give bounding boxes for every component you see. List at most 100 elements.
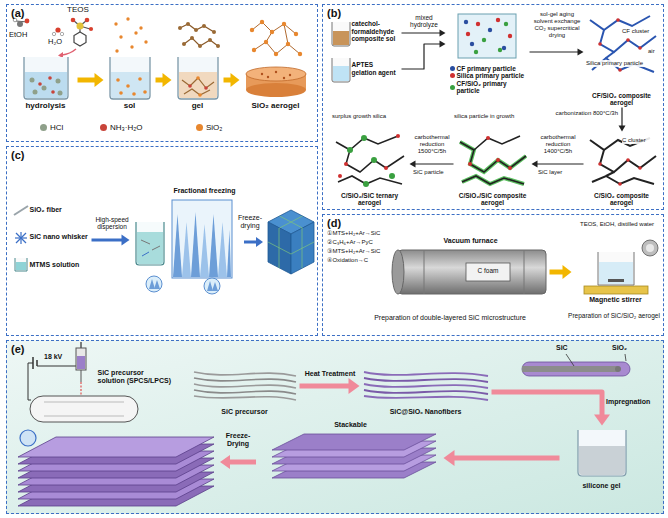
beaker <box>24 57 68 99</box>
aerogel-disc <box>289 74 291 76</box>
step-condition: mixed hydrolyze <box>404 14 444 29</box>
sol-particles <box>114 17 147 52</box>
legend-text: HCl <box>50 123 63 132</box>
core-shell-fiber <box>615 366 621 372</box>
furnace-tube <box>466 263 510 281</box>
freeze-drying-arrow <box>244 237 263 247</box>
carbon-network <box>598 162 602 166</box>
reagent-name: APTES gelation agent <box>352 61 400 76</box>
sol-particles <box>134 31 137 34</box>
freezing-mold <box>218 222 227 277</box>
aerogel-disc <box>246 67 306 81</box>
flow-arrow <box>300 378 360 394</box>
flow-arrow <box>156 73 172 87</box>
freeze-drying-arrow <box>229 460 256 465</box>
structure-caption: C/SiO₂/SiC composite aerogel <box>456 192 530 207</box>
ternary-network <box>384 166 388 170</box>
carbon-network <box>626 158 630 162</box>
structure-callout: CF cluster <box>622 28 660 35</box>
aerogel-disc <box>246 67 306 97</box>
freezing-stage: Fractional freezing <box>130 186 242 296</box>
water-molecule <box>52 32 55 35</box>
ternary-network <box>371 157 377 163</box>
stirrer <box>608 279 624 282</box>
precursor-fibers <box>194 396 296 400</box>
aerogel-disc <box>283 77 285 79</box>
arrow-head <box>122 235 130 246</box>
beaker <box>188 84 192 88</box>
cf-sol-beaker <box>333 31 349 45</box>
beaker <box>56 79 61 84</box>
gel-beaker <box>579 446 625 475</box>
beaker <box>119 91 123 95</box>
syringe <box>77 356 85 369</box>
arrow-shaft <box>402 44 441 69</box>
fiber-mat: SiC@SiOₓ Nanofibers <box>360 366 492 418</box>
pour-arrow <box>62 49 76 55</box>
precursor-fibers <box>194 378 296 382</box>
structure-callout: C cluster <box>622 137 660 144</box>
beaker <box>24 57 68 99</box>
arrow-head <box>349 378 360 394</box>
beaker <box>143 90 147 94</box>
syringe <box>80 342 82 348</box>
precursor-fibers <box>194 372 296 376</box>
micro-inset <box>146 276 220 294</box>
aerogel-structure: C/SiO₂/SiC composite aerogel <box>454 132 532 208</box>
panel-letter: (d) <box>327 217 341 230</box>
aerogel-disc <box>267 76 269 78</box>
arrow-shaft <box>454 456 560 461</box>
syringe <box>76 348 86 370</box>
water-molecule <box>60 32 63 35</box>
arrow-shaft <box>156 78 164 83</box>
composite-sol <box>488 28 492 32</box>
sic-layer-network <box>460 142 526 172</box>
teos-molecule <box>74 32 86 46</box>
structure-callout: SiC particle <box>413 169 453 176</box>
sic-layer-network <box>462 176 524 184</box>
ternary-network <box>350 136 398 150</box>
stage-caption: gel <box>192 101 204 110</box>
whisker-icon <box>16 233 26 243</box>
step-name: Freeze-Drying <box>218 432 258 448</box>
reaction-step: ③MTS+H₂+Ar→SiC <box>327 248 391 255</box>
key-row: CF/SiO₂ primary particle <box>450 80 528 95</box>
gel-clusters <box>198 44 202 48</box>
cf-network <box>590 20 656 52</box>
arrow-shaft <box>92 239 123 242</box>
gel-clusters <box>190 36 194 40</box>
fiber-icon <box>14 206 28 215</box>
composite-sol <box>498 48 502 52</box>
teos-molecule <box>71 18 76 23</box>
core-shell-fiber <box>625 354 626 361</box>
panel-letter: (c) <box>11 149 24 162</box>
flow-arrow <box>92 235 130 246</box>
arrow-head <box>410 161 416 168</box>
arrow-shaft <box>550 270 564 275</box>
aerogel-cube <box>291 222 314 274</box>
precursor-beaker: catechol-formaldehyde composite sol <box>328 16 402 48</box>
aerogel-network <box>250 20 302 56</box>
aerogel-network <box>250 28 254 32</box>
beaker <box>178 57 218 99</box>
sol-particles <box>126 17 129 20</box>
syringe <box>81 382 82 396</box>
reagent-name: TEOS, EtOH, distilled water <box>572 221 662 228</box>
arrow-head <box>594 415 610 426</box>
nanofibers <box>364 372 488 400</box>
composite-sol <box>476 22 480 26</box>
collector-drum <box>30 396 138 422</box>
cf-network <box>638 46 642 50</box>
ternary-network <box>344 162 348 166</box>
dispersion-beaker <box>137 232 163 264</box>
core-shell-fiber <box>522 366 618 372</box>
key-row: CF primary particle <box>450 65 516 72</box>
aerogel-network <box>284 24 288 44</box>
precursor-beaker: APTES gelation agent <box>328 54 402 84</box>
solution-icon <box>16 262 26 270</box>
syringe <box>76 342 86 396</box>
equipment-name: Magnetic stirrer <box>589 296 642 304</box>
micro-inset <box>149 279 155 289</box>
gel-clusters <box>186 22 190 26</box>
sic-layer-network <box>468 162 472 166</box>
